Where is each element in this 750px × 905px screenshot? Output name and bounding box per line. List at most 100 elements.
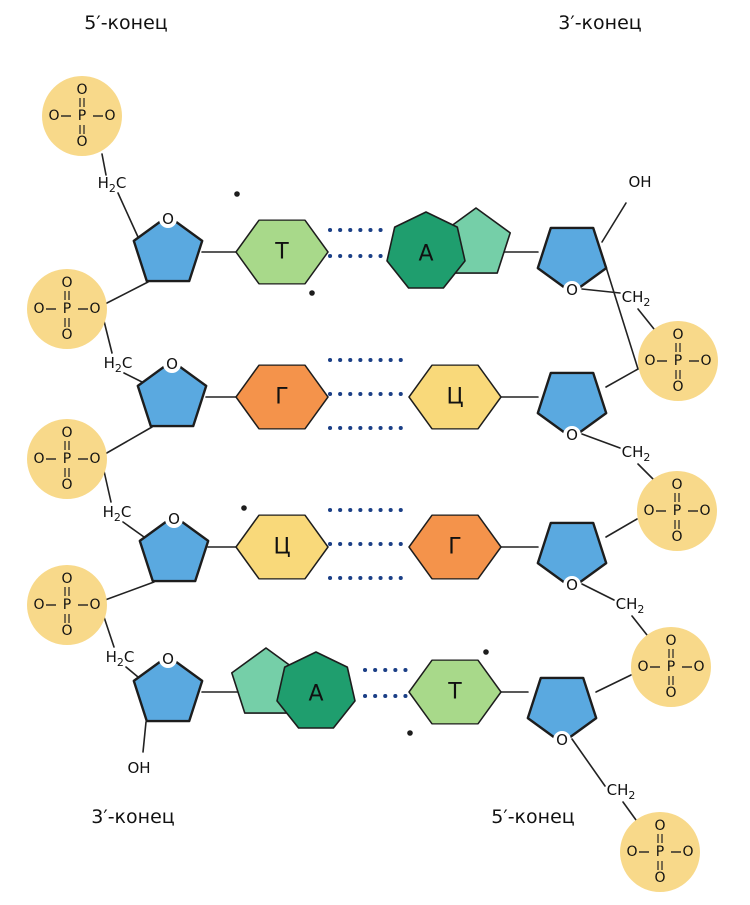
phosphate-left-3-p-label: P <box>63 451 71 467</box>
phosphate-left-2-o-left: O <box>33 301 44 317</box>
ch2-left-1: H2C <box>98 174 127 195</box>
left-top-end-label: 5′-конец <box>84 12 167 34</box>
base-left-4-heptagon <box>276 651 356 729</box>
sugar-left-2-o-mask <box>163 355 181 373</box>
phosphate-right-1-o-left: O <box>644 353 655 369</box>
phosphate-left-3 <box>27 419 107 499</box>
phosphate-right-3-p-label: P <box>667 659 675 675</box>
phosphate-right-1 <box>638 321 718 401</box>
phosphate-left-1-o-left: O <box>48 108 59 124</box>
phosphate-left-1-o-right: O <box>104 108 115 124</box>
phosphate-right-4-o-right: O <box>682 844 693 860</box>
phosphate-right-3-o-top: O <box>665 633 676 649</box>
left-bond-ch2-sugar-2 <box>123 372 143 383</box>
ch2-left-4: H2C <box>106 648 135 669</box>
base-right-4-letter: Т <box>447 680 462 705</box>
phosphate-right-2 <box>637 471 717 551</box>
phosphate-right-2-o-top: O <box>671 477 682 493</box>
thymine-2-dot-bottom <box>407 730 413 736</box>
phosphate-right-1-p-label: P <box>674 353 682 369</box>
base-left-2-letter: Г <box>275 385 288 410</box>
phosphate-left-2-o-right: O <box>89 301 100 317</box>
oh-left-bottom: OH <box>127 759 150 777</box>
phosphate-right-1-o-right: O <box>700 353 711 369</box>
right-bond-sugar-oh <box>601 202 627 243</box>
phosphate-right-4-o-top: O <box>654 818 665 834</box>
phosphate-left-4-o-top: O <box>61 571 72 587</box>
left-bond-ch2-sugar-4 <box>125 666 139 678</box>
ch2-right-2: CH2 <box>622 443 651 464</box>
left-bond-sugar-phosphate-3 <box>104 581 155 601</box>
oh-right-top: OH <box>628 173 651 191</box>
phosphate-left-3-o-left: O <box>33 451 44 467</box>
phosphate-right-2-o-left: O <box>643 503 654 519</box>
phosphate-left-4-o-bottom: O <box>61 623 72 639</box>
phosphate-left-3-o-right: O <box>89 451 100 467</box>
phosphate-left-2-o-top: O <box>61 275 72 291</box>
sugar-right-1 <box>536 226 608 295</box>
phosphate-right-2-p-label: P <box>673 503 681 519</box>
base-left-1 <box>235 219 329 285</box>
sugar-right-2-ring-oxygen: O <box>566 426 578 444</box>
left-bond-phosphate-ch2-2 <box>103 320 113 354</box>
left-bond-ch2-sugar-1 <box>117 192 139 238</box>
phosphate-right-4 <box>620 812 700 892</box>
phosphate-left-3-o-bottom: O <box>61 477 72 493</box>
phosphate-right-3-o-bottom: O <box>665 685 676 701</box>
sugar-left-2-ring-oxygen: O <box>166 355 178 373</box>
right-bond-ch2-phosphate-2 <box>637 463 654 480</box>
thymine-2-methyl-dot <box>483 649 489 655</box>
base-left-2 <box>235 364 329 430</box>
sugar-right-1-o-mask <box>563 281 581 299</box>
base-left-4-letter: А <box>308 682 323 707</box>
base-right-3 <box>408 514 502 580</box>
base-right-1-heptagon <box>386 211 466 289</box>
left-bond-phosphate-ch2-3 <box>103 470 112 503</box>
base-left-3 <box>235 514 329 580</box>
sugar-right-3 <box>536 521 608 590</box>
left-bond-phosphate-ch2-4 <box>103 616 115 648</box>
phosphate-left-1-o-top: O <box>76 82 87 98</box>
left-bond-sugar-oh <box>142 721 147 753</box>
sugar-right-4 <box>526 676 598 745</box>
phosphate-left-2 <box>27 269 107 349</box>
phosphate-left-1-o-bottom: O <box>76 134 87 150</box>
right-top-end-label: 3′-конец <box>558 12 641 34</box>
phosphate-left-4-o-left: O <box>33 597 44 613</box>
right-bond-phosphate1-sugar1 <box>605 266 639 370</box>
phosphate-right-1-o-bottom: O <box>672 379 683 395</box>
sugar-right-4-ring-oxygen: O <box>556 731 568 749</box>
sugar-right-3-ring-oxygen: O <box>566 576 578 594</box>
thymine-1-methyl-dot <box>234 191 240 197</box>
sugar-right-4-o-mask <box>553 731 571 749</box>
sugar-right-1-ring-oxygen: O <box>566 281 578 299</box>
right-bond-phosphate-sugar-3 <box>605 518 638 538</box>
sugar-left-1-ring-oxygen: O <box>162 210 174 228</box>
base-right-2-letter: Ц <box>446 385 463 410</box>
phosphate-left-3-o-top: O <box>61 425 72 441</box>
right-bond-ch2-phosphate-4 <box>622 801 637 821</box>
sugar-left-3-ring-oxygen: O <box>168 510 180 528</box>
phosphate-left-4-p-label: P <box>63 597 71 613</box>
phosphate-right-2-o-right: O <box>699 503 710 519</box>
right-bond-phosphate-sugar-4 <box>595 674 632 693</box>
sugar-right-3-o-mask <box>563 576 581 594</box>
phosphate-right-3-o-left: O <box>637 659 648 675</box>
sugar-right-2-o-mask <box>563 426 581 444</box>
sugar-left-1-o-mask <box>159 210 177 228</box>
right-bond-sugar-ch2-4 <box>571 738 606 787</box>
sugar-left-4 <box>132 654 204 723</box>
thymine-1-dot-bottom <box>309 290 315 296</box>
ch2-right-4: CH2 <box>607 781 636 802</box>
sugar-right-2 <box>536 371 608 440</box>
right-bond-sugar-ch2-2 <box>581 433 621 449</box>
right-bond-sugar-ch2-3 <box>581 583 615 601</box>
phosphate-right-1-o-top: O <box>672 327 683 343</box>
right-bottom-end-label: 5′-конец <box>491 806 574 828</box>
phosphate-left-4 <box>27 565 107 645</box>
left-bottom-end-label: 3′-конец <box>91 806 174 828</box>
right-bond-ch2-phosphate-1 <box>637 308 655 330</box>
right-bond-ch2-phosphate-3 <box>631 615 648 636</box>
phosphate-left-2-p-label: P <box>63 301 71 317</box>
